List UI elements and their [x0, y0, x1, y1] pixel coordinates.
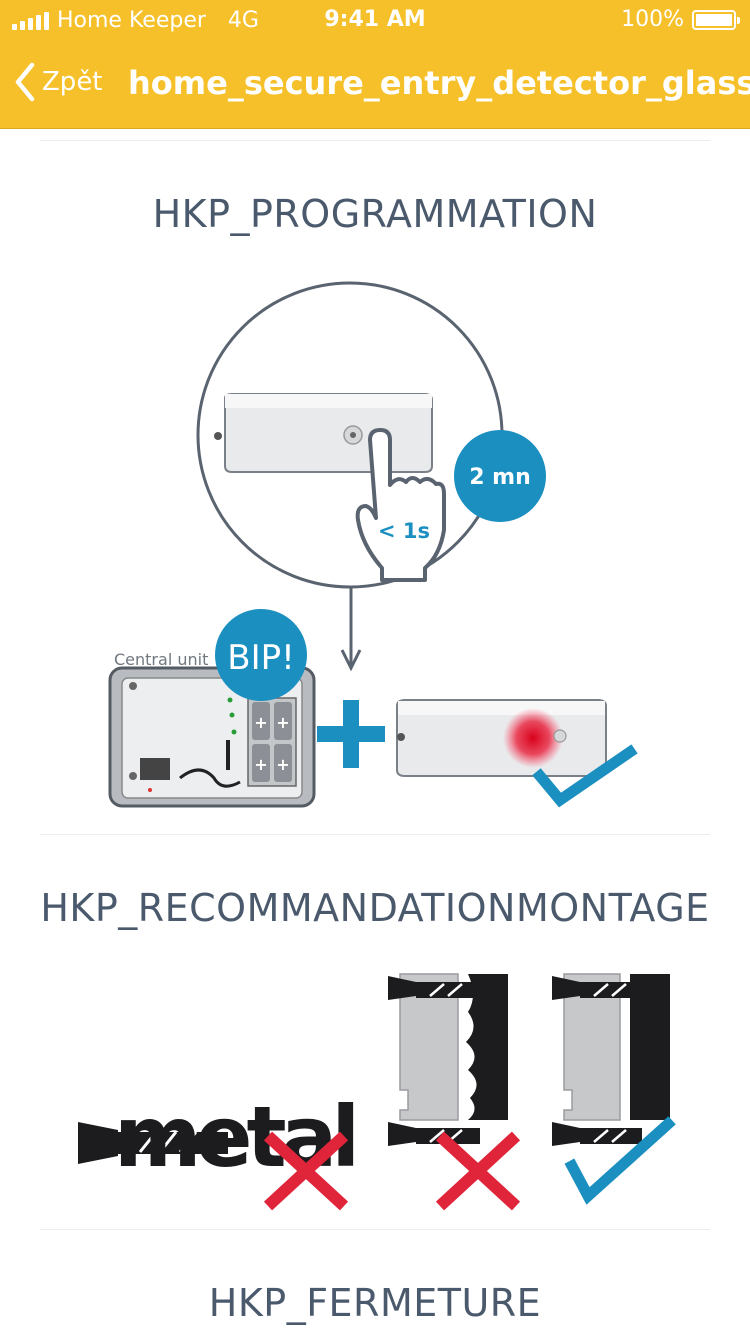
central-unit-icon: + + + +	[108, 666, 316, 808]
svg-text:+: +	[254, 755, 267, 774]
back-button[interactable]: Zpět	[14, 62, 103, 102]
timer-badge	[454, 430, 546, 522]
section-title-programmation: HKP_PROGRAMMATION	[152, 192, 598, 236]
metal-surface-icon: metal	[78, 1088, 360, 1186]
wrong-cross-icon	[435, 1131, 521, 1211]
checkmark-icon	[564, 1116, 676, 1205]
section-title-recommandation: HKP_RECOMMANDATIONMONTAGE	[40, 886, 710, 930]
svg-text:+: +	[276, 713, 289, 732]
svg-text:+: +	[254, 713, 267, 732]
press-duration-label: < 1s	[378, 519, 430, 543]
beep-badge	[215, 609, 307, 701]
central-unit-label: Central unit	[114, 650, 208, 669]
page-title: home_secure_entry_detector_glass	[128, 64, 750, 102]
timer-label: 2 mn	[469, 465, 531, 490]
beep-label: BIP!	[227, 638, 295, 678]
status-bar: Home Keeper 4G 9:41 AM 100%	[0, 0, 750, 40]
back-label: Zpět	[42, 67, 103, 97]
divider	[40, 1229, 710, 1230]
divider	[40, 834, 710, 835]
divider	[40, 140, 710, 141]
metal-label: metal	[114, 1088, 354, 1186]
programming-illustration: < 1s 2 mn Central unit + + + + BIP!	[108, 281, 638, 808]
status-time: 9:41 AM	[324, 7, 426, 32]
flat-surface-icon	[552, 973, 670, 1146]
detector-paired-icon	[396, 699, 607, 777]
wrong-cross-icon	[263, 1131, 349, 1211]
pointing-hand-icon	[355, 428, 446, 582]
carrier-name: Home Keeper	[57, 8, 206, 33]
plus-icon	[317, 700, 385, 768]
checkmark-icon	[532, 744, 638, 808]
section-title-fermeture: HKP_FERMETURE	[208, 1281, 542, 1325]
detector-zoomed-icon	[214, 393, 433, 473]
chevron-left-icon	[15, 62, 35, 102]
uneven-surface-icon	[388, 973, 508, 1146]
led-glow	[503, 708, 563, 768]
mounting-illustration: metal	[78, 973, 676, 1211]
app-header: Home Keeper 4G 9:41 AM 100% Zpět home_se…	[0, 0, 750, 129]
signal-icon	[12, 11, 49, 30]
svg-text:+: +	[276, 755, 289, 774]
network-type: 4G	[227, 8, 259, 33]
battery-icon	[692, 9, 740, 30]
battery-percent: 100%	[621, 7, 684, 32]
navigation-bar: Zpět home_secure_entry_detector_glass	[0, 50, 750, 120]
